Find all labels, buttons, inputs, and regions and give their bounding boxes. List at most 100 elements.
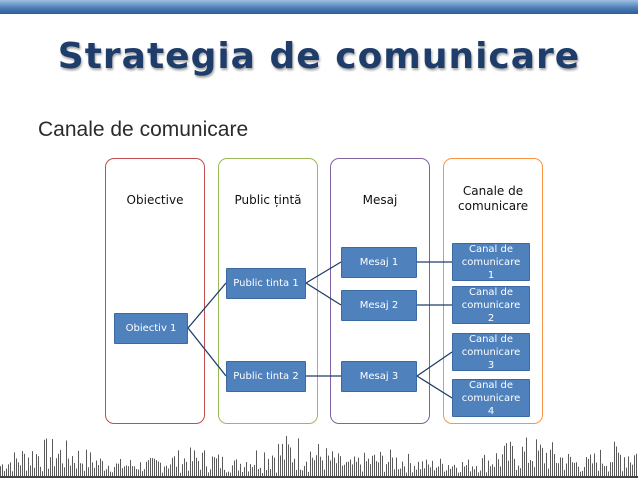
waveform-bar	[244, 467, 245, 477]
waveform-bar	[282, 444, 283, 477]
waveform-bar	[140, 462, 141, 477]
waveform-bar	[62, 463, 63, 477]
waveform-bar	[398, 469, 399, 477]
waveform-bar	[114, 467, 115, 477]
waveform-decoration	[0, 425, 638, 479]
waveform-bar	[484, 455, 485, 477]
waveform-bar	[392, 458, 393, 477]
waveform-bar	[454, 465, 455, 477]
waveform-bar	[102, 461, 103, 477]
waveform-bar	[356, 462, 357, 477]
waveform-bar	[222, 457, 223, 477]
waveform-bar	[418, 462, 419, 477]
node-mesaj-1: Mesaj 1	[341, 247, 417, 278]
waveform-bar	[100, 459, 101, 477]
waveform-bar	[402, 462, 403, 477]
waveform-bar	[378, 462, 379, 477]
waveform-bar	[134, 466, 135, 477]
waveform-bar	[410, 463, 411, 477]
waveform-bar	[290, 447, 291, 477]
waveform-bar	[538, 451, 539, 477]
waveform-bar	[314, 460, 315, 477]
waveform-bar	[496, 453, 497, 477]
waveform-bar	[502, 454, 503, 477]
waveform-bar	[60, 450, 61, 477]
waveform-bar	[52, 439, 53, 477]
waveform-bar	[14, 452, 15, 477]
waveform-bar	[464, 466, 465, 477]
waveform-bar	[8, 464, 9, 477]
waveform-bar	[56, 458, 57, 477]
waveform-bar	[70, 466, 71, 477]
waveform-bar	[340, 456, 341, 477]
waveform-bar	[306, 462, 307, 477]
waveform-bar	[606, 466, 607, 477]
waveform-bar	[370, 464, 371, 477]
waveform-bar	[372, 456, 373, 477]
waveform-bar	[612, 462, 613, 477]
node-public-tinta-1: Public tinta 1	[226, 268, 306, 299]
waveform-bar	[632, 465, 633, 477]
waveform-bar	[468, 460, 469, 477]
waveform-bar	[420, 469, 421, 477]
waveform-bar	[304, 466, 305, 477]
waveform-bar	[490, 466, 491, 477]
waveform-bar	[190, 448, 191, 477]
waveform-bar	[74, 463, 75, 477]
waveform-bar	[562, 458, 563, 477]
waveform-bar	[168, 468, 169, 477]
waveform-bar	[192, 461, 193, 477]
waveform-bar	[542, 448, 543, 477]
waveform-bar	[566, 463, 567, 477]
waveform-bar	[122, 468, 123, 477]
waveform-bar	[512, 446, 513, 477]
waveform-bar	[432, 461, 433, 477]
waveform-bar	[312, 458, 313, 477]
waveform-bar	[2, 464, 3, 477]
waveform-bar	[476, 466, 477, 477]
waveform-bar	[36, 454, 37, 477]
waveform-bar	[628, 456, 629, 477]
waveform-bar	[570, 457, 571, 477]
waveform-bar	[40, 467, 41, 477]
waveform-bar	[204, 450, 205, 477]
waveform-bar	[316, 455, 317, 477]
waveform-bar	[322, 460, 323, 477]
waveform-bar	[256, 450, 257, 477]
waveform-bar	[400, 469, 401, 477]
waveform-bar	[456, 468, 457, 477]
waveform-bar	[506, 443, 507, 477]
waveform-bar	[152, 458, 153, 477]
waveform-bar	[318, 444, 319, 477]
waveform-bar	[298, 438, 299, 477]
waveform-bar	[376, 461, 377, 477]
waveform-bar	[64, 467, 65, 477]
waveform-bar	[34, 468, 35, 477]
waveform-bar	[324, 470, 325, 477]
waveform-bar	[522, 447, 523, 477]
connector-mesaj3-canal3	[417, 352, 452, 376]
waveform-bar	[344, 465, 345, 477]
waveform-bar	[156, 460, 157, 477]
waveform-bar	[10, 462, 11, 477]
waveform-bar	[154, 459, 155, 477]
waveform-bar	[296, 470, 297, 477]
node-canal-4: Canal de comunicare 4	[452, 379, 530, 417]
waveform-bar	[254, 465, 255, 477]
waveform-bar	[630, 462, 631, 477]
waveform-bar	[360, 464, 361, 477]
waveform-bar	[396, 458, 397, 477]
waveform-bar	[270, 469, 271, 477]
waveform-bar	[250, 464, 251, 477]
waveform-bar	[636, 454, 637, 477]
waveform-bar	[544, 463, 545, 477]
waveform-bar	[174, 456, 175, 477]
waveform-bar	[72, 456, 73, 477]
waveform-bar	[366, 461, 367, 477]
waveform-bar	[368, 459, 369, 477]
waveform-bar	[32, 451, 33, 477]
waveform-bar	[284, 460, 285, 477]
connector-obiectiv1-public2	[188, 328, 226, 376]
waveform-bar	[50, 457, 51, 477]
waveform-bar	[540, 445, 541, 477]
